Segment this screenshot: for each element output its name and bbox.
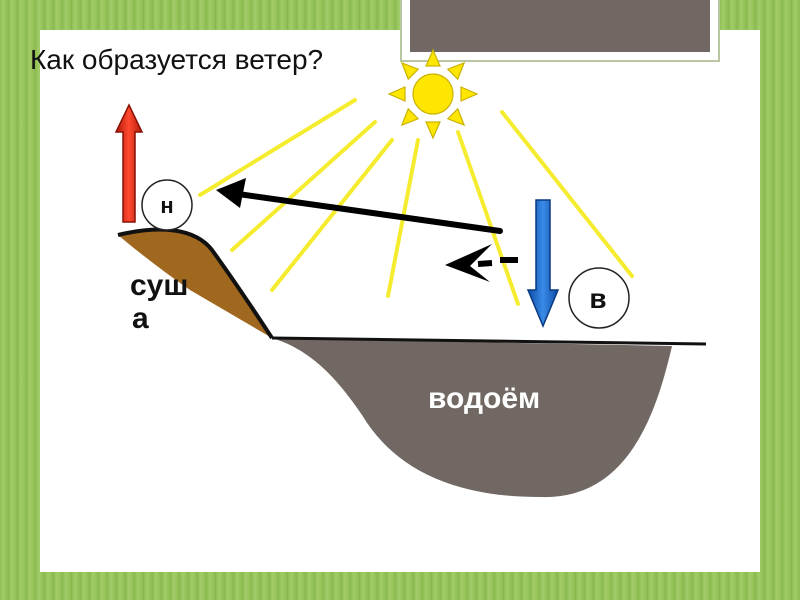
sun-ray bbox=[198, 98, 357, 197]
slide-title: Как образуется ветер? bbox=[30, 44, 324, 75]
water-body bbox=[272, 338, 672, 498]
land-surface-line bbox=[117, 227, 274, 340]
high-pressure-label: в bbox=[589, 283, 606, 314]
slide-panel bbox=[40, 30, 760, 572]
surface-wind-arrow-left-icon bbox=[445, 244, 518, 282]
sun-ray bbox=[456, 130, 520, 306]
high-pressure-badge: в bbox=[568, 267, 630, 329]
sun-icon bbox=[387, 48, 479, 140]
water-label: водоём bbox=[428, 382, 540, 415]
warm-air-arrow-up-icon bbox=[114, 103, 144, 223]
land-body bbox=[118, 229, 272, 338]
sun-rays bbox=[198, 98, 634, 306]
upper-wind-arrow-left-icon bbox=[216, 178, 503, 234]
decorative-frame bbox=[400, 0, 720, 62]
land-label-line1: суш bbox=[130, 269, 188, 302]
sun-ray bbox=[230, 120, 377, 252]
sun-ray bbox=[270, 138, 394, 292]
cold-air-arrow-down-icon bbox=[526, 199, 560, 328]
decorative-frame-fill bbox=[410, 0, 710, 52]
sun-ray bbox=[500, 110, 634, 278]
low-pressure-label: н bbox=[160, 193, 173, 218]
water-surface-line bbox=[271, 336, 707, 346]
low-pressure-badge: н bbox=[141, 179, 193, 231]
land-label-line2: а bbox=[132, 302, 149, 335]
